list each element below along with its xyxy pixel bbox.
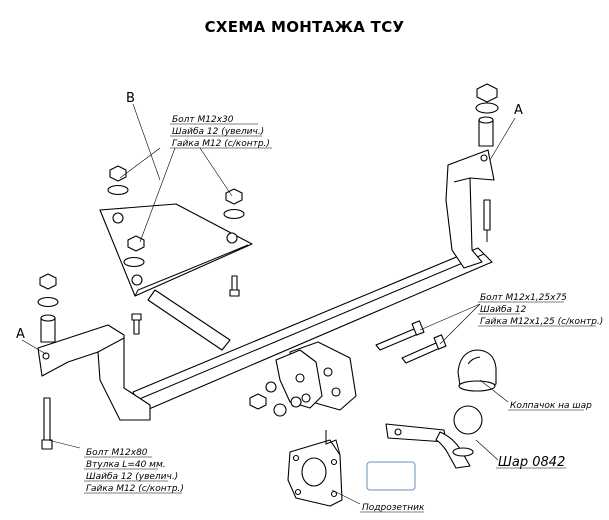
- callout-left-line2: Втулка L=40 мм.: [86, 460, 166, 470]
- callout-right-line2: Шайба 12: [480, 305, 527, 315]
- bracket-b-fasteners: [107, 165, 245, 268]
- marker-b: B: [126, 91, 135, 106]
- ball-cap: [457, 349, 497, 392]
- ball-label: Шар 0842: [498, 455, 565, 470]
- callout-left-line4: Гайка М12 (с/контр.): [86, 484, 184, 494]
- crossbar: [132, 247, 493, 413]
- callout-b-line1: Болт М12х30: [172, 115, 234, 125]
- socket-bracket: [287, 430, 343, 507]
- marker-a-left: A: [16, 327, 25, 342]
- bracket-left: [37, 324, 151, 421]
- left-fastener-stack: [37, 273, 59, 343]
- socket-label: Подрозетник: [362, 503, 425, 513]
- loose-nuts: [249, 381, 302, 417]
- callout-right-line3: Гайка М12х1,25 (с/контр.): [480, 317, 603, 327]
- callout-b-line3: Гайка М12 (с/контр.): [172, 139, 270, 149]
- right-fastener-stack: [475, 83, 499, 147]
- hitch-plates: [275, 341, 357, 411]
- diagram-title: СХЕМА МОНТАЖА ТСУ: [204, 18, 405, 36]
- bracket-b-plate: [99, 203, 253, 297]
- callout-right-line1: Болт М12х1,25х75: [480, 293, 567, 303]
- callout-left-line3: Шайба 12 (увелич.): [86, 472, 178, 482]
- tow-ball: [385, 405, 483, 469]
- callout-left-line1: Болт М12х80: [86, 448, 148, 458]
- bracket-right: [445, 149, 495, 269]
- small-bolts: [131, 275, 240, 335]
- marker-a-right: A: [514, 103, 523, 118]
- empty-label-box: [366, 461, 416, 491]
- bolts-m12x125: [375, 320, 447, 364]
- bolt-m12x80: [41, 397, 53, 450]
- leader-lines: [21, 103, 516, 505]
- cap-label: Колпачок на шар: [510, 401, 592, 411]
- callout-b-line2: Шайба 12 (увелич.): [172, 127, 264, 137]
